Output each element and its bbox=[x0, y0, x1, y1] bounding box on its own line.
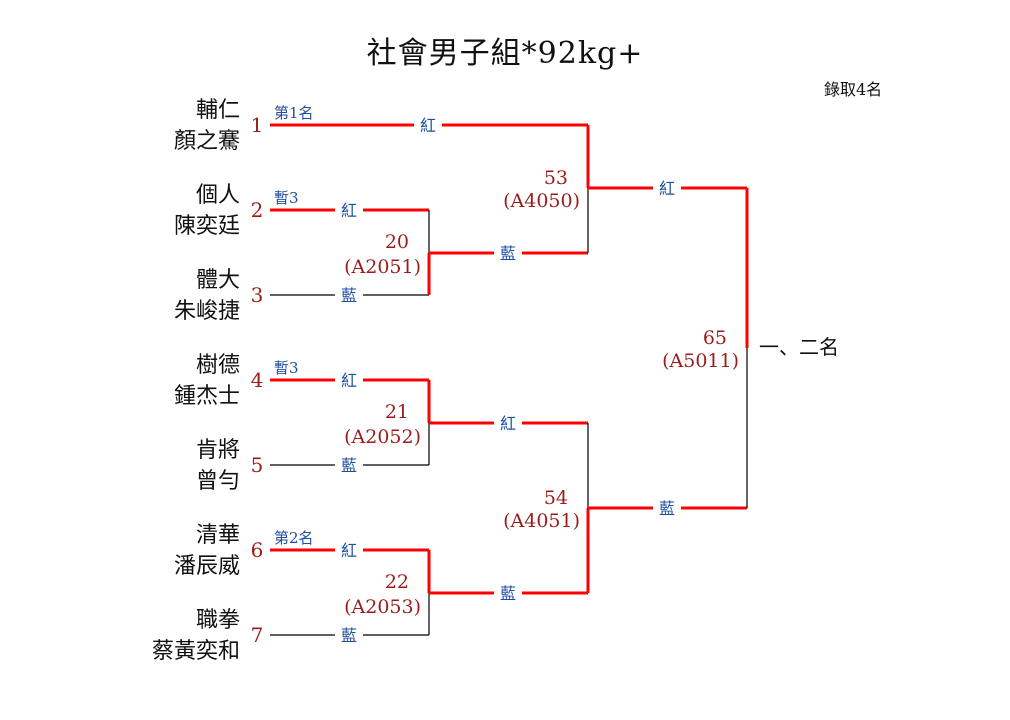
entrant-placement-note: 第1名 bbox=[274, 104, 314, 122]
line-match-22-blue-corner-label: 藍 bbox=[341, 626, 357, 645]
match-code: (A2053) bbox=[344, 596, 421, 618]
match-number: 54 bbox=[544, 487, 568, 509]
match-number: 22 bbox=[385, 571, 409, 593]
entrant-team: 體大 bbox=[196, 268, 240, 293]
final-result-label: 一、二名 bbox=[759, 335, 839, 359]
line-match-54-blue-corner-label: 藍 bbox=[500, 584, 516, 603]
entrant-seed: 4 bbox=[251, 368, 264, 392]
entrant-placement-note: 第2名 bbox=[274, 529, 314, 547]
match-code: (A2051) bbox=[344, 256, 421, 278]
line-match-21-red-corner-label: 紅 bbox=[341, 371, 357, 390]
line-match-21-blue-corner-label: 藍 bbox=[341, 456, 357, 475]
entrant-placement-note: 暫3 bbox=[274, 359, 299, 377]
entrant-name: 曾勻 bbox=[196, 469, 240, 494]
line-match-20-red-corner-label: 紅 bbox=[341, 201, 357, 220]
entrant-team: 輔仁 bbox=[196, 98, 240, 123]
entrant-name: 鍾杰士 bbox=[174, 384, 240, 409]
quota-label: 錄取4名 bbox=[824, 80, 883, 99]
match-number: 53 bbox=[544, 167, 568, 189]
entrant-seed: 6 bbox=[251, 538, 264, 562]
entrant-team: 職拳 bbox=[196, 608, 240, 633]
entrant-name: 顏之騫 bbox=[174, 129, 240, 154]
entrant-seed: 5 bbox=[251, 453, 264, 477]
match-number: 65 bbox=[703, 327, 727, 349]
line-entrant-1-corner-label: 紅 bbox=[420, 116, 436, 135]
entrant-seed: 2 bbox=[251, 198, 264, 222]
entrant-placement-note: 暫3 bbox=[274, 189, 299, 207]
line-match-20-blue-corner-label: 藍 bbox=[341, 286, 357, 305]
match-code: (A4051) bbox=[503, 510, 580, 532]
page-title: 社會男子組*92kg+ bbox=[366, 36, 644, 71]
match-number: 21 bbox=[385, 401, 409, 423]
entrant-seed: 7 bbox=[251, 623, 264, 647]
line-match-53-blue-corner-label: 藍 bbox=[500, 244, 516, 263]
entrant-team: 個人 bbox=[196, 183, 240, 208]
line-match-22-red-corner-label: 紅 bbox=[341, 541, 357, 560]
match-code: (A5011) bbox=[662, 350, 739, 372]
line-match-65-red-corner-label: 紅 bbox=[659, 179, 675, 198]
entrant-seed: 3 bbox=[251, 283, 264, 307]
match-number: 20 bbox=[385, 231, 409, 253]
line-match-54-red-corner-label: 紅 bbox=[500, 414, 516, 433]
entrant-name: 陳奕廷 bbox=[174, 214, 240, 239]
match-code: (A4050) bbox=[503, 190, 580, 212]
entrant-seed: 1 bbox=[251, 113, 264, 137]
line-match-65-blue-corner-label: 藍 bbox=[659, 499, 675, 518]
entrant-team: 樹德 bbox=[196, 353, 240, 378]
entrant-team: 肯將 bbox=[196, 438, 240, 463]
entrant-name: 蔡黃奕和 bbox=[152, 639, 240, 664]
entrant-name: 朱峻捷 bbox=[174, 299, 240, 324]
entrant-name: 潘辰威 bbox=[174, 554, 240, 579]
entrant-team: 清華 bbox=[196, 523, 240, 548]
match-code: (A2052) bbox=[344, 426, 421, 448]
